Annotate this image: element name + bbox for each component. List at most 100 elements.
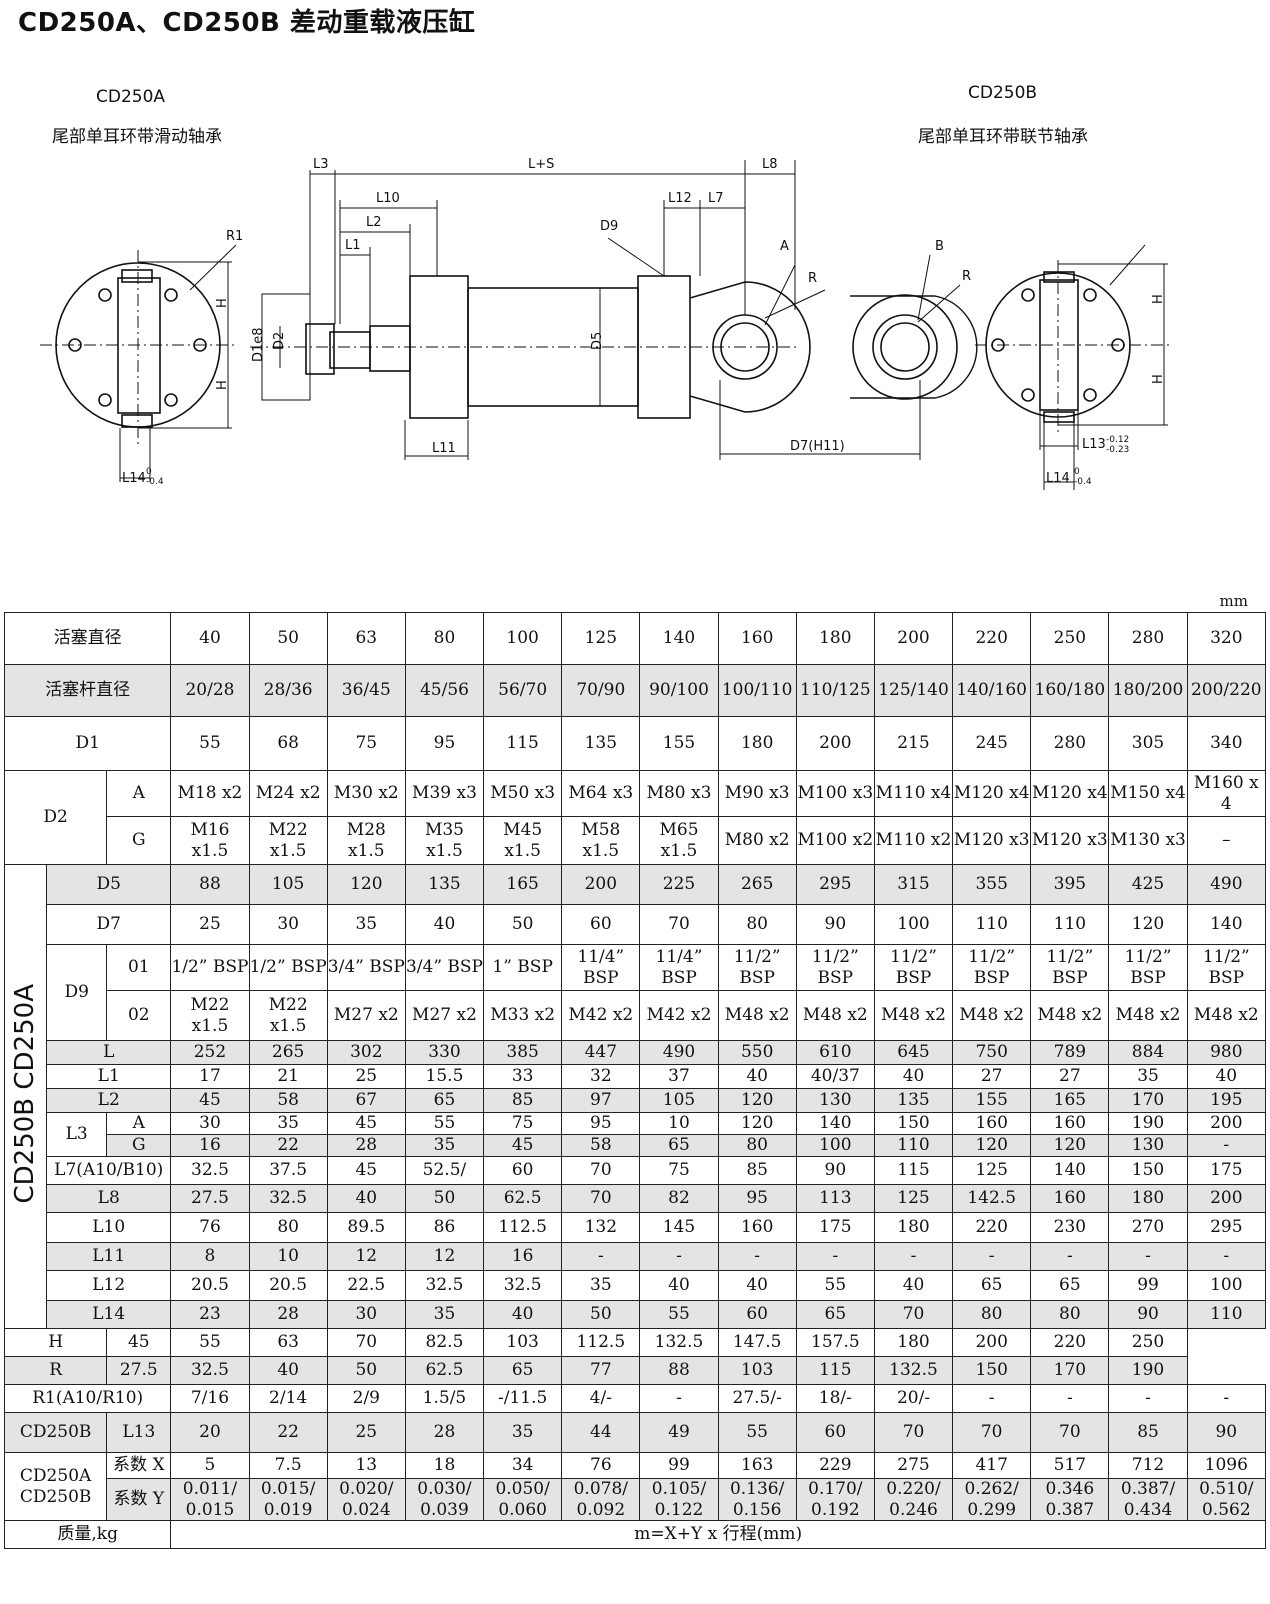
table-cell: M48 x2 (1030, 990, 1110, 1041)
table-cell: 712 (1108, 1452, 1188, 1479)
row-label: 活塞直径 (3, 612, 172, 665)
table-cell: M120 x4 (1030, 770, 1110, 817)
table-cell: 105 (639, 1088, 719, 1113)
table-cell: 80 (952, 1300, 1032, 1329)
table-cell: 980 (1186, 1040, 1267, 1065)
table-cell: 220 (952, 1212, 1032, 1243)
table-cell: 40 (639, 1270, 719, 1301)
table-cell: 115 (795, 1356, 875, 1385)
table-cell: 8 (170, 1242, 250, 1271)
table-cell: 125/140 (873, 664, 954, 717)
table-cell: 45 (483, 1134, 563, 1157)
table-cell: 65 (404, 1088, 485, 1113)
table-cell: 252 (170, 1040, 250, 1065)
table-cell: 85 (483, 1088, 563, 1113)
table-cell: 0.510/ 0.562 (1186, 1478, 1267, 1521)
table-cell: 103 (483, 1328, 563, 1357)
table-cell: 80 (248, 1212, 328, 1243)
table-cell: 140 (639, 612, 719, 665)
table-cell: 70 (561, 1156, 641, 1185)
table-cell: 35 (483, 1412, 563, 1453)
table-cell: 33 (483, 1064, 563, 1089)
table-cell: 77 (561, 1356, 641, 1385)
table-cell: 80 (717, 1134, 797, 1157)
table-cell: 200/220 (1186, 664, 1267, 717)
dim-L7: L7 (708, 191, 724, 206)
table-cell: 517 (1030, 1452, 1110, 1479)
table-cell: 750 (952, 1040, 1032, 1065)
dim-L8: L8 (762, 157, 778, 172)
table-cell: 40 (717, 1064, 797, 1089)
table-cell: 65 (639, 1134, 719, 1157)
row-label: L14 (46, 1300, 172, 1329)
table-cell: - (1186, 1134, 1267, 1157)
table-cell: 110 (1186, 1300, 1267, 1329)
table-cell: 80 (717, 904, 797, 945)
table-cell: 220 (1030, 1328, 1110, 1357)
dim-L14-right: L14 (1046, 471, 1070, 486)
table-cell: 132.5 (873, 1356, 954, 1385)
row-sublabel: G (106, 816, 172, 865)
left-desc-label: 尾部单耳环带滑动轴承 (52, 127, 222, 147)
table-cell: 130 (795, 1088, 875, 1113)
table-cell: 180 (873, 1328, 954, 1357)
table-cell: 100/110 (717, 664, 797, 717)
table-cell: 11/2” BSP (873, 944, 954, 991)
table-cell: 10 (639, 1112, 719, 1135)
table-cell: 36/45 (326, 664, 406, 717)
dim-L11: L11 (432, 441, 456, 456)
row-label: 质量,kg (3, 1520, 172, 1549)
table-cell: 200 (1186, 1112, 1267, 1135)
table-cell: 35 (326, 904, 406, 945)
table-cell: 7.5 (248, 1452, 328, 1479)
table-cell: 27.5 (170, 1184, 250, 1213)
table-cell: 65 (795, 1300, 875, 1329)
unit-label: mm (1219, 592, 1248, 610)
table-cell: 65 (1030, 1270, 1110, 1301)
table-cell: M48 x2 (952, 990, 1032, 1041)
table-cell: 76 (170, 1212, 250, 1243)
table-cell: 100 (1186, 1270, 1267, 1301)
row-label: L3 (46, 1112, 108, 1157)
table-cell: 90 (1108, 1300, 1188, 1329)
table-cell: 0.015/ 0.019 (248, 1478, 328, 1521)
table-cell: 200 (952, 1328, 1032, 1357)
table-cell: 180 (873, 1212, 954, 1243)
table-cell: 70/90 (561, 664, 641, 717)
table-cell: 32 (561, 1064, 641, 1089)
table-cell: 95 (717, 1184, 797, 1213)
table-cell: 5 (170, 1452, 250, 1479)
label-R1: R1 (226, 229, 243, 244)
table-cell: 50 (248, 612, 328, 665)
table-cell: 62.5 (483, 1184, 563, 1213)
table-cell: 55 (170, 1328, 250, 1357)
table-cell: M100 x3 (795, 770, 875, 817)
table-cell: 220 (952, 612, 1032, 665)
table-cell: 70 (639, 904, 719, 945)
table-cell: 28 (248, 1300, 328, 1329)
table-cell: 49 (639, 1412, 719, 1453)
table-cell: 62.5 (404, 1356, 485, 1385)
table-cell: 155 (639, 716, 719, 771)
table-cell: 417 (952, 1452, 1032, 1479)
table-cell: 550 (717, 1040, 797, 1065)
dim-L13-tol-bottom: -0.23 (1106, 445, 1129, 455)
table-cell: 70 (561, 1184, 641, 1213)
table-cell: 50 (561, 1300, 641, 1329)
table-cell: 21 (248, 1064, 328, 1089)
table-cell: 115 (873, 1156, 954, 1185)
table-cell: 0.020/ 0.024 (326, 1478, 406, 1521)
table-cell: 110/125 (795, 664, 875, 717)
table-cell: 67 (326, 1088, 406, 1113)
table-cell: 11/2” BSP (1030, 944, 1110, 991)
table-cell: 50 (404, 1184, 485, 1213)
dim-L1: L1 (345, 238, 361, 253)
table-cell: - (873, 1242, 954, 1271)
table-cell: - (1186, 1384, 1267, 1413)
table-cell: M50 x3 (483, 770, 563, 817)
table-cell: M130 x3 (1108, 816, 1188, 865)
table-cell: 85 (1108, 1412, 1188, 1453)
table-cell: 145 (639, 1212, 719, 1243)
